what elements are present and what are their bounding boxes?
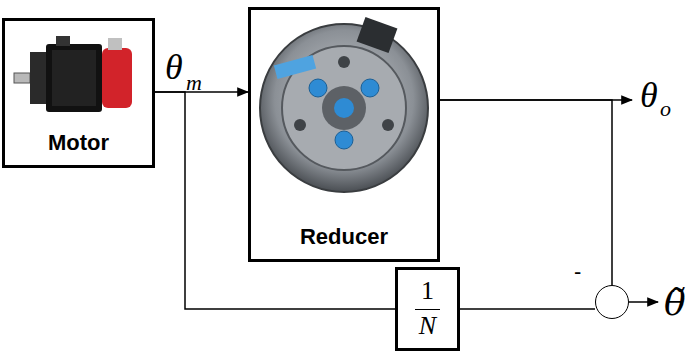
box-label: Motor	[48, 131, 109, 155]
signal-line	[155, 92, 395, 309]
gain-term: N	[413, 310, 442, 341]
gain-term: 1	[415, 277, 440, 310]
reducer-picture	[260, 17, 428, 192]
motor-box: Motor	[2, 18, 155, 168]
signal-line	[460, 308, 595, 310]
signal-line	[440, 100, 612, 285]
gain-box: 1N	[395, 267, 460, 351]
motor-picture	[14, 36, 132, 112]
signal-name: θ	[165, 46, 183, 88]
signal-subscript: m	[186, 70, 202, 96]
box-label: Reducer	[300, 225, 388, 249]
signal-subscript: o	[660, 96, 671, 122]
signal-name: θ̃	[664, 282, 686, 323]
summing-junction: -	[595, 285, 629, 319]
reducer-box: Reducer	[248, 7, 440, 262]
signal-name: θ	[640, 74, 658, 116]
sign-mark: -	[574, 260, 581, 284]
error-wire	[629, 301, 658, 303]
